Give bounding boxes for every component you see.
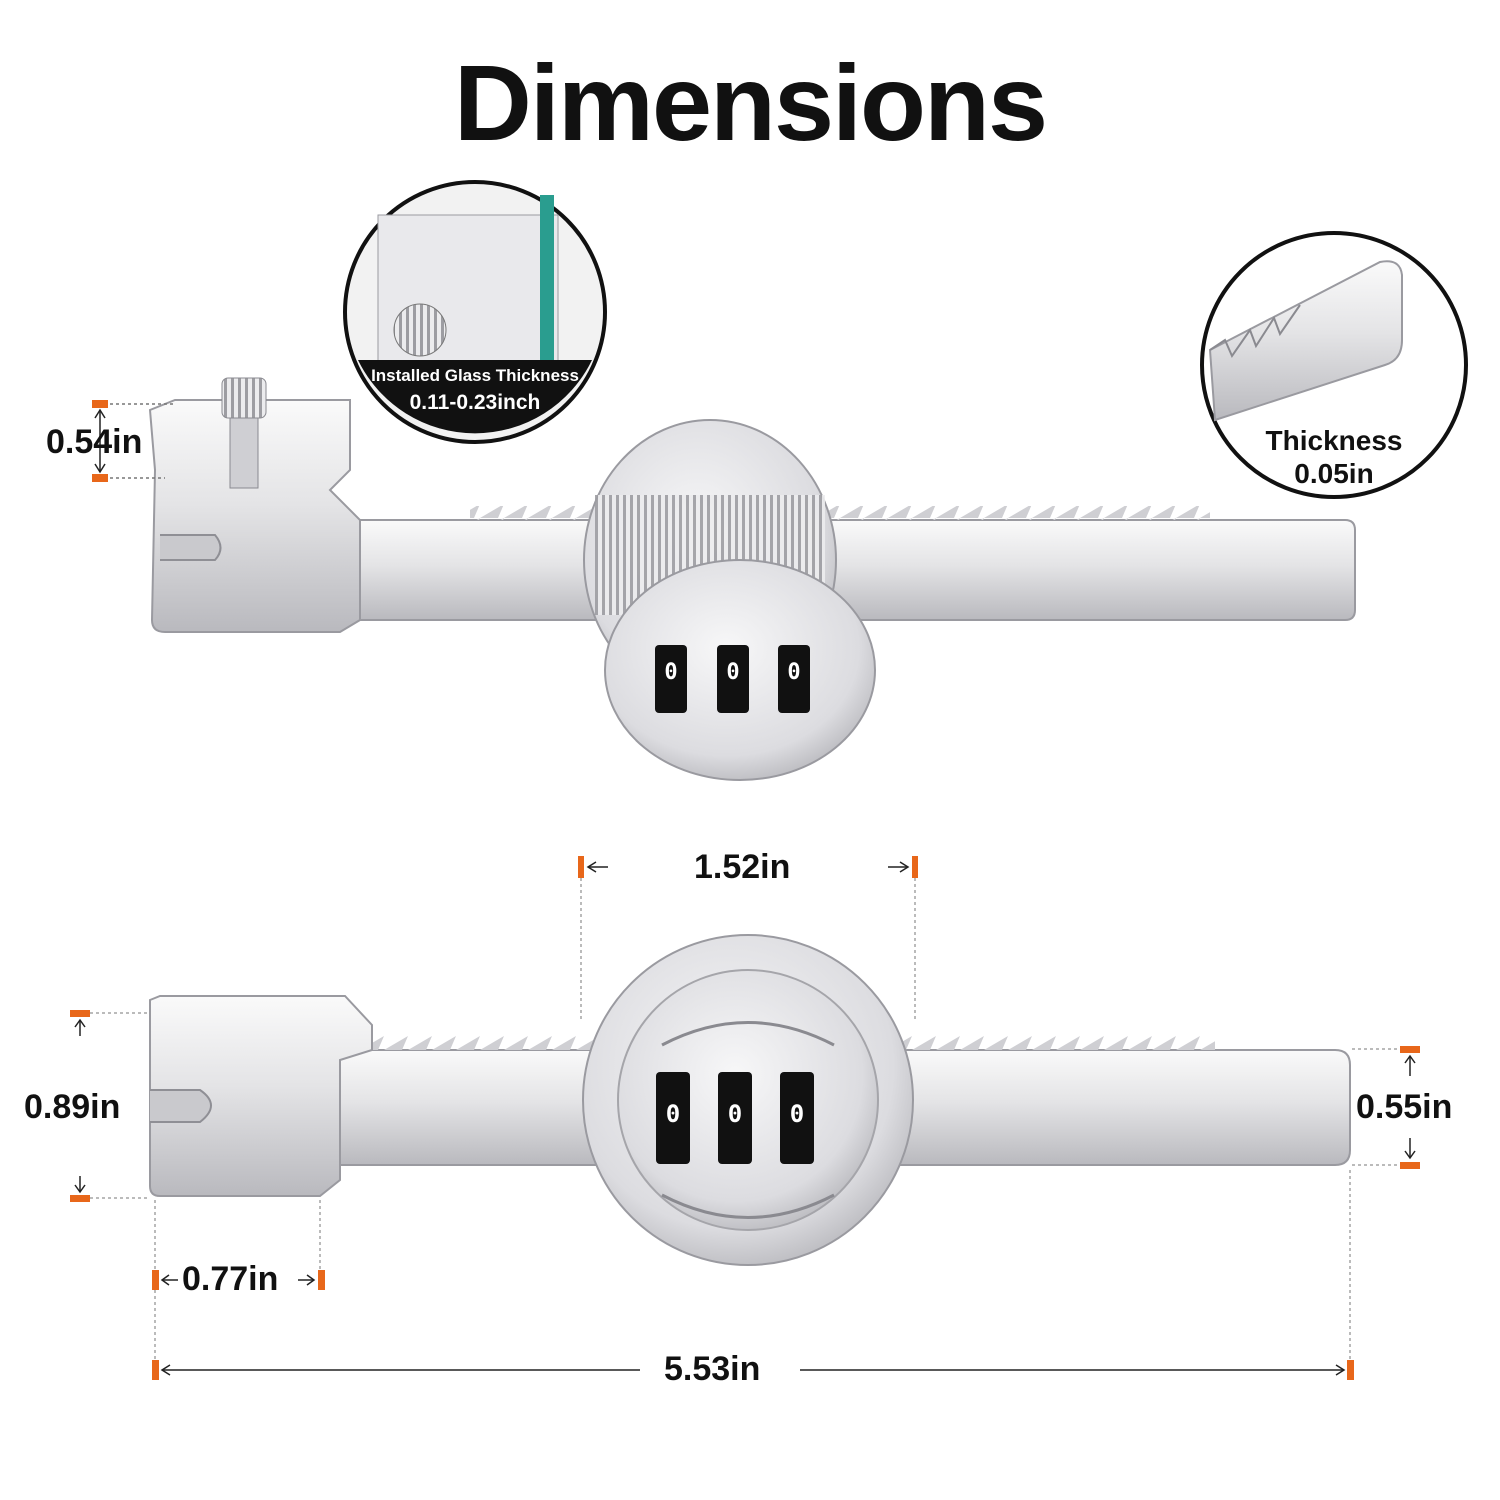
page-title: Dimensions [453,42,1048,163]
thickness-label: Thickness [1265,425,1403,456]
bar-height-dimension [1352,1046,1420,1169]
glass-thickness-value: 0.11-0.23inch [409,391,541,414]
glass-thickness-inset [343,180,607,444]
bottom-digit-2: 0 [727,1100,743,1128]
glass-thickness-label: Installed Glass Thickness [371,366,579,385]
clamp-width-dimension [152,1200,325,1360]
clamp-height-label: 0.89in [24,1088,121,1126]
top-screw-thread [229,417,259,489]
bottom-clamp [149,995,373,1197]
total-length-dimension [152,1170,1354,1380]
clamp-height-dimension [70,1010,150,1202]
dial-width-dimension [578,856,918,1020]
top-digit-3: 0 [787,660,801,685]
bottom-lock-view [149,934,1351,1266]
bar-height-label: 0.55in [1356,1088,1453,1126]
top-height-label: 0.54in [46,423,143,461]
top-clamp [148,399,361,633]
thickness-plate [1208,260,1403,422]
top-dial-wheels [655,645,810,713]
top-height-dimension [92,400,175,482]
top-bar-teeth [470,506,1210,520]
bottom-digit-1: 0 [665,1100,681,1128]
bottom-digit-3: 0 [789,1100,805,1128]
glass-pane [540,195,554,365]
top-lock-view [148,377,1356,781]
dial-width-label: 1.52in [694,848,791,886]
thickness-inset [1200,231,1468,499]
top-digit-2: 0 [726,660,740,685]
top-screw-head [221,377,267,419]
bottom-dial-wheels [656,1072,814,1164]
top-digit-1: 0 [664,660,678,685]
clamp-width-label: 0.77in [182,1260,279,1298]
total-length-label: 5.53in [664,1350,761,1388]
thickness-value: 0.05in [1294,458,1374,489]
